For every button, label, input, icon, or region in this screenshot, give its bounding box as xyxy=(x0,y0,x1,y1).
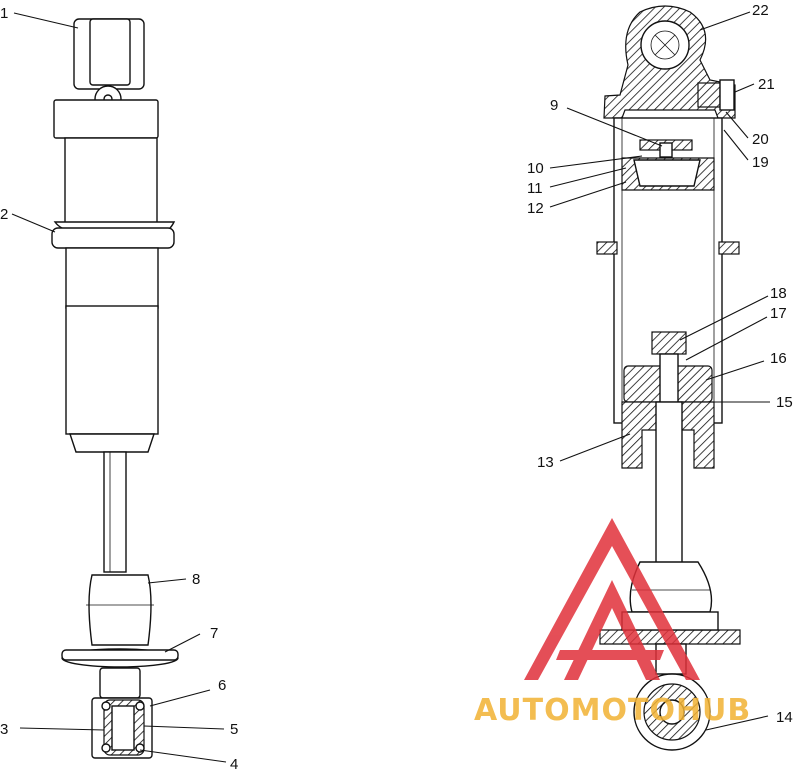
label-11: 11 xyxy=(527,180,543,197)
label-8: 8 xyxy=(192,571,200,588)
label-9: 9 xyxy=(550,97,558,114)
label-12: 12 xyxy=(527,200,544,217)
label-5: 5 xyxy=(230,721,238,738)
bump-stop xyxy=(88,574,152,646)
left-shock-exterior xyxy=(51,18,179,759)
label-1: 1 xyxy=(0,5,8,22)
label-18: 18 xyxy=(770,285,787,302)
label-20: 20 xyxy=(752,131,769,148)
label-3: 3 xyxy=(0,721,8,738)
label-7: 7 xyxy=(210,625,218,642)
upper-cap xyxy=(53,99,159,139)
cylinder-threads xyxy=(65,247,159,309)
label-22: 22 xyxy=(752,2,769,19)
label-6: 6 xyxy=(218,677,226,694)
mid-collar-right xyxy=(718,241,740,255)
label-19: 19 xyxy=(752,154,769,171)
piston-shaft xyxy=(103,451,127,573)
label-15: 15 xyxy=(776,394,793,411)
right-shock-section xyxy=(596,5,741,751)
watermark-text: AUTOMOTOHUB xyxy=(474,693,751,728)
label-10: 10 xyxy=(527,160,544,177)
adjuster-screw xyxy=(697,82,721,108)
label-2: 2 xyxy=(0,206,8,223)
o-ring-top xyxy=(101,701,111,711)
main-cylinder xyxy=(65,305,159,435)
label-4: 4 xyxy=(230,756,238,771)
watermark-logo-triangle xyxy=(524,518,700,680)
label-13: 13 xyxy=(537,454,554,471)
lower-eye-neck xyxy=(99,667,141,699)
o-ring-bottom xyxy=(101,743,111,753)
leader-lines xyxy=(11,11,770,763)
piston-nut xyxy=(651,331,687,355)
label-14: 14 xyxy=(776,709,793,726)
label-21: 21 xyxy=(758,76,775,93)
seal-head xyxy=(621,401,715,469)
piston-shaft-right xyxy=(655,401,683,565)
mid-collar-left xyxy=(596,241,618,255)
threaded-body xyxy=(64,137,158,224)
watermark: AUTOMOTOHUB xyxy=(474,518,751,728)
label-17: 17 xyxy=(770,305,787,322)
label-16: 16 xyxy=(770,350,787,367)
